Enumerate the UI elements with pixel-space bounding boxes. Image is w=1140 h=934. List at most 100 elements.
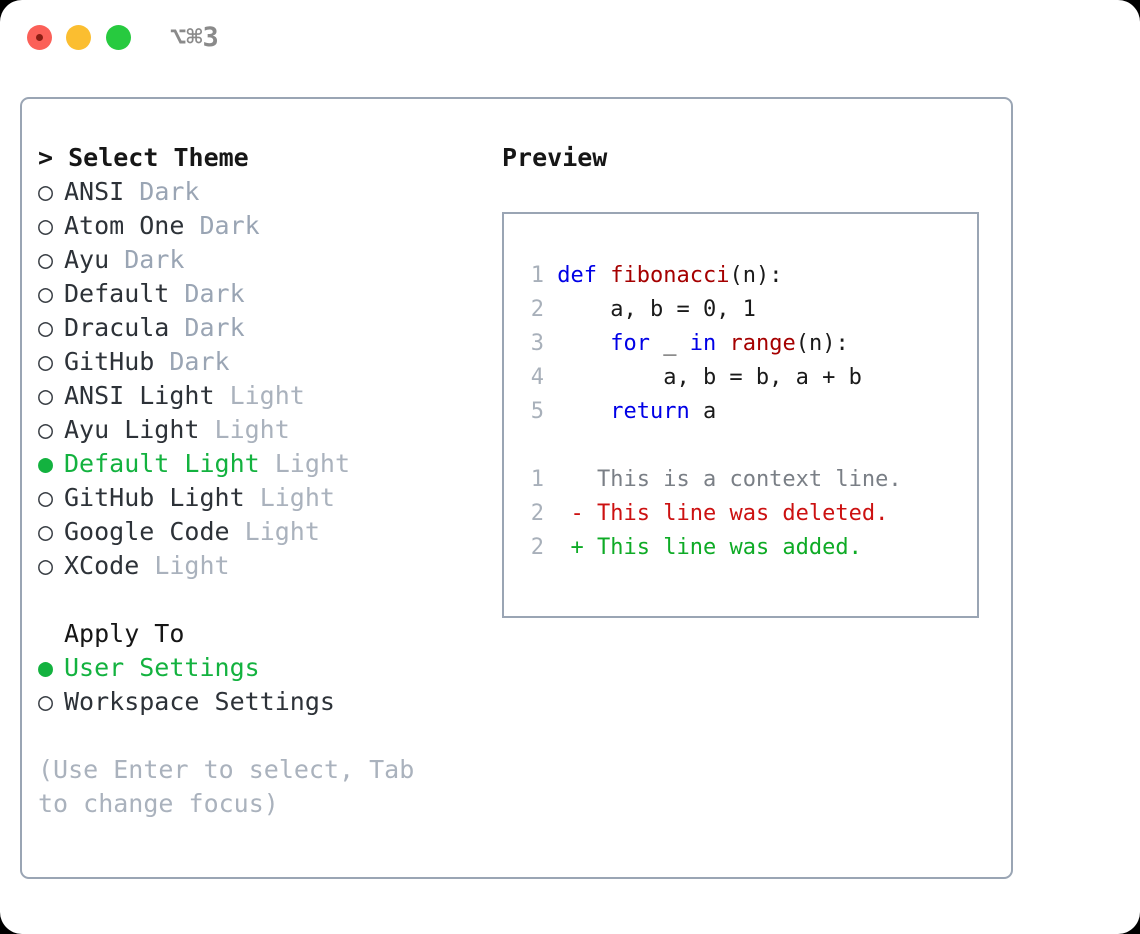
spacer bbox=[124, 177, 139, 206]
theme-category-label: Light bbox=[259, 483, 335, 512]
code-token-fn: fibonacci bbox=[610, 263, 730, 288]
theme-list-item[interactable]: ○Google Code Light bbox=[38, 515, 488, 549]
radio-unselected-icon[interactable]: ○ bbox=[38, 381, 54, 410]
theme-category-label: Dark bbox=[184, 279, 245, 308]
line-number: 2 bbox=[530, 501, 544, 526]
code-token-plain: (n): bbox=[795, 331, 849, 356]
code-token-plain: a bbox=[689, 399, 717, 424]
theme-name: Ayu Light bbox=[64, 415, 200, 444]
gutter-gap bbox=[544, 331, 557, 356]
radio-unselected-icon[interactable]: ○ bbox=[38, 313, 54, 342]
apply-to-item[interactable]: ●User Settings bbox=[38, 651, 488, 685]
theme-list[interactable]: ○ANSI Dark○Atom One Dark○Ayu Dark○Defaul… bbox=[38, 175, 488, 583]
radio-unselected-icon[interactable]: ○ bbox=[38, 517, 54, 546]
theme-category-label: Dark bbox=[169, 347, 230, 376]
theme-list-item[interactable]: ○XCode Light bbox=[38, 549, 488, 583]
apply-to-item[interactable]: ○ Workspace Settings bbox=[38, 685, 488, 719]
spacer bbox=[169, 313, 184, 342]
minimize-button-icon[interactable] bbox=[66, 25, 91, 50]
code-line: 2 a, b = 0, 1 bbox=[520, 293, 973, 327]
spacer bbox=[184, 211, 199, 240]
theme-list-item[interactable]: ○ANSI Dark bbox=[38, 175, 488, 209]
line-number: 2 bbox=[530, 535, 544, 560]
radio-unselected-icon[interactable]: ○ bbox=[38, 551, 54, 580]
code-token-kw: return bbox=[610, 399, 690, 424]
theme-name: Default bbox=[64, 279, 170, 308]
preview-header: Preview bbox=[502, 143, 608, 172]
gutter-gap bbox=[544, 263, 557, 288]
theme-list-item[interactable]: ○ Ayu Dark bbox=[38, 243, 488, 277]
theme-list-item[interactable]: ●Default Light Light bbox=[38, 447, 488, 481]
diff-sample: 1 This is a context line.2 - This line w… bbox=[520, 463, 973, 565]
theme-list-item[interactable]: ○Atom One Dark bbox=[38, 209, 488, 243]
theme-list-item[interactable]: ○GitHub Dark bbox=[38, 345, 488, 379]
diff-line: 1 This is a context line. bbox=[520, 463, 973, 497]
zoom-button-icon[interactable] bbox=[106, 25, 131, 50]
code-diff-spacer bbox=[520, 429, 973, 463]
radio-unselected-icon[interactable]: ○ bbox=[38, 415, 54, 444]
code-token-kw: for bbox=[610, 331, 650, 356]
radio-selected-icon[interactable]: ● bbox=[38, 653, 54, 682]
line-number: 5 bbox=[530, 399, 544, 424]
spacer bbox=[154, 347, 169, 376]
diff-marker: - bbox=[570, 501, 597, 526]
theme-category-label: Light bbox=[154, 551, 230, 580]
code-line: 1 def fibonacci(n): bbox=[520, 259, 973, 293]
apply-to-label: Workspace Settings bbox=[64, 687, 335, 716]
spacer bbox=[169, 279, 184, 308]
theme-name: Ayu bbox=[64, 245, 110, 274]
theme-list-item[interactable]: ○ Ayu Light Light bbox=[38, 413, 488, 447]
apply-to-list[interactable]: ●User Settings○ Workspace Settings bbox=[38, 651, 488, 719]
radio-unselected-icon[interactable]: ○ bbox=[38, 211, 54, 240]
close-button-icon[interactable] bbox=[27, 25, 52, 50]
theme-picker-panel: > Select Theme ○ANSI Dark○Atom One Dark○… bbox=[20, 97, 1013, 879]
keyboard-hint-text: (Use Enter to select, Tab to change focu… bbox=[38, 755, 415, 818]
line-number: 1 bbox=[530, 467, 544, 492]
radio-unselected-icon[interactable]: ○ bbox=[38, 347, 54, 376]
theme-name: ANSI Light bbox=[64, 381, 215, 410]
gutter-gap bbox=[544, 399, 557, 424]
line-number: 1 bbox=[530, 263, 544, 288]
theme-name: Default Light bbox=[64, 449, 260, 478]
theme-list-item[interactable]: ○ GitHub Light Light bbox=[38, 481, 488, 515]
line-number: 2 bbox=[530, 297, 544, 322]
theme-category-label: Light bbox=[214, 415, 290, 444]
theme-category-label: Dark bbox=[184, 313, 245, 342]
radio-unselected-icon[interactable]: ○ bbox=[38, 177, 54, 206]
code-token-plain: a, b = b, a + b bbox=[557, 365, 862, 390]
theme-name: ANSI bbox=[64, 177, 125, 206]
radio-unselected-icon[interactable]: ○ bbox=[38, 245, 54, 274]
spacer bbox=[139, 551, 154, 580]
radio-unselected-icon[interactable]: ○ bbox=[38, 483, 54, 512]
preview-column: Preview 1 def fibonacci(n):2 a, b = 0, 1… bbox=[502, 141, 1002, 618]
spacer bbox=[260, 449, 275, 478]
panel-columns: > Select Theme ○ANSI Dark○Atom One Dark○… bbox=[22, 99, 1011, 877]
spacer bbox=[215, 381, 230, 410]
theme-list-item[interactable]: ○ Dracula Dark bbox=[38, 311, 488, 345]
code-token-kw: def bbox=[557, 263, 611, 288]
theme-list-item[interactable]: ○ANSI Light Light bbox=[38, 379, 488, 413]
theme-name: GitHub Light bbox=[64, 483, 245, 512]
diff-marker: + bbox=[570, 535, 597, 560]
code-token-plain: (n): bbox=[729, 263, 783, 288]
diff-text: This is a context line. bbox=[597, 467, 902, 492]
spacer bbox=[245, 483, 260, 512]
theme-category-label: Dark bbox=[124, 245, 185, 274]
theme-name: Dracula bbox=[64, 313, 170, 342]
code-token-plain: _ bbox=[649, 331, 690, 356]
radio-unselected-icon[interactable]: ○ bbox=[38, 279, 54, 308]
select-theme-header: > Select Theme bbox=[38, 143, 249, 172]
theme-list-item[interactable]: ○ Default Dark bbox=[38, 277, 488, 311]
gutter-gap bbox=[544, 365, 557, 390]
diff-line: 2 + This line was added. bbox=[520, 531, 973, 565]
window-shortcut-label: ⌥⌘3 bbox=[170, 22, 219, 53]
radio-unselected-icon[interactable]: ○ bbox=[38, 687, 54, 716]
theme-category-label: Light bbox=[244, 517, 320, 546]
gutter-gap bbox=[544, 535, 571, 560]
radio-selected-icon[interactable]: ● bbox=[38, 449, 54, 478]
code-line: 4 a, b = b, a + b bbox=[520, 361, 973, 395]
gutter-gap bbox=[544, 501, 571, 526]
